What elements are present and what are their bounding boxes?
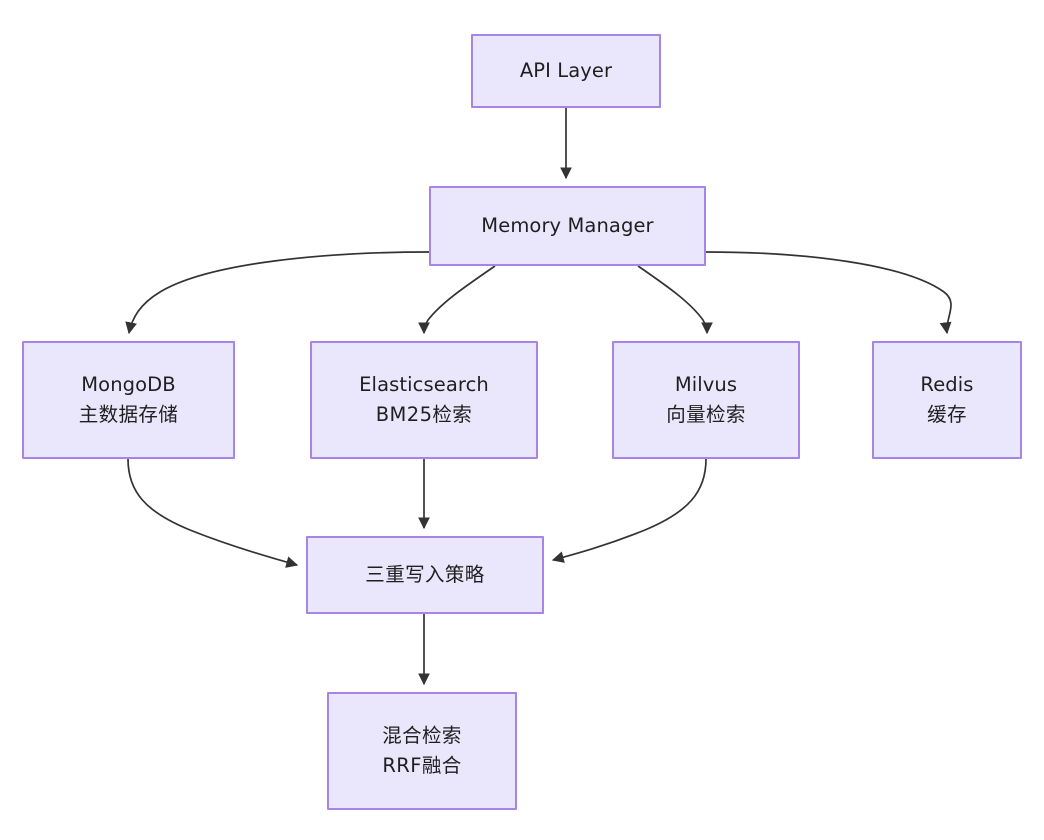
node-elasticsearch-label-2: BM25检索 <box>375 403 473 426</box>
node-milvus-label-2: 向量检索 <box>666 403 746 426</box>
node-redis[interactable]: Redis 缓存 <box>872 341 1022 459</box>
node-mongodb-label-1: MongoDB <box>81 373 176 397</box>
edge-memory-manager-to-milvus <box>637 265 713 335</box>
node-elasticsearch[interactable]: Elasticsearch BM25检索 <box>310 341 538 459</box>
node-mongodb-label-2: 主数据存储 <box>78 403 179 426</box>
node-hybrid-retrieval-label-2: RRF融合 <box>382 754 462 777</box>
edge-memory-manager-to-mongodb <box>125 251 430 335</box>
node-mongodb[interactable]: MongoDB 主数据存储 <box>22 341 235 459</box>
node-triple-write-strategy-label-1: 三重写入策略 <box>365 563 485 587</box>
node-triple-write-strategy[interactable]: 三重写入策略 <box>306 536 544 614</box>
edge-memory-manager-to-elasticsearch <box>418 265 496 335</box>
node-milvus[interactable]: Milvus 向量检索 <box>612 341 800 459</box>
node-milvus-label-1: Milvus <box>674 373 738 397</box>
node-elasticsearch-label-1: Elasticsearch <box>359 373 489 397</box>
edge-mongodb-to-triple-write <box>127 458 299 568</box>
node-hybrid-retrieval-label-1: 混合检索 <box>382 724 462 748</box>
node-api-layer-label-1: API Layer <box>519 59 613 83</box>
edge-milvus-to-triple-write <box>551 458 707 563</box>
node-redis-label-2: 缓存 <box>927 403 967 426</box>
edge-memory-manager-to-redis <box>705 251 952 335</box>
node-memory-manager-label-1: Memory Manager <box>481 214 654 238</box>
node-memory-manager[interactable]: Memory Manager <box>429 186 706 266</box>
node-redis-label-1: Redis <box>920 373 974 397</box>
node-hybrid-retrieval[interactable]: 混合检索 RRF融合 <box>327 692 517 810</box>
node-api-layer[interactable]: API Layer <box>471 34 661 108</box>
